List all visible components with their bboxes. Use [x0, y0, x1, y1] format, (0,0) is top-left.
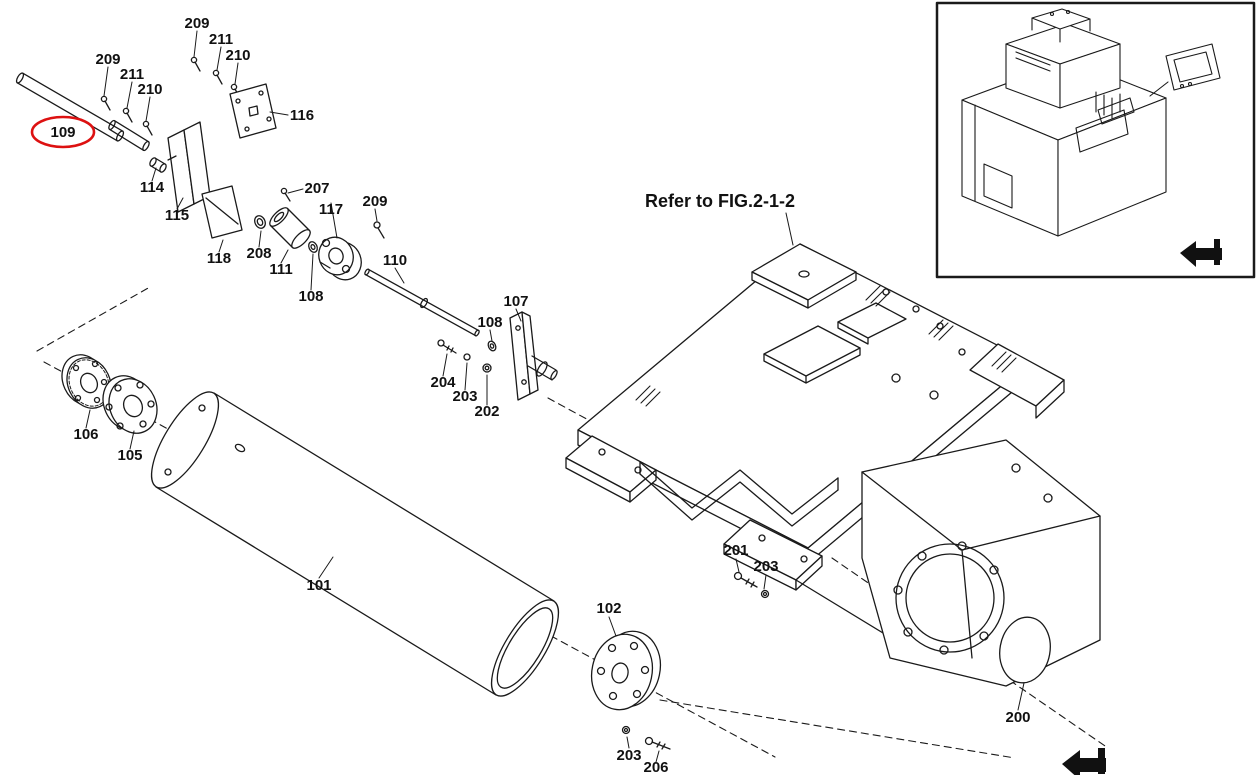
- part-label: 108: [477, 314, 502, 331]
- part-109-rod: [15, 72, 150, 152]
- part-label: 211: [120, 66, 144, 83]
- part-label: 211: [209, 31, 233, 48]
- part-label: 209: [95, 51, 120, 68]
- part-label: 110: [383, 252, 407, 269]
- part-208-ring: [254, 215, 266, 229]
- part-114-pin: [149, 157, 167, 173]
- part-111-sleeve: [269, 207, 311, 249]
- part-label: 106: [73, 426, 98, 443]
- part-label: 115: [165, 207, 189, 224]
- page-turn-icon-bottom: [1062, 748, 1106, 775]
- part-200-seal-ring: [999, 616, 1051, 684]
- part-108-ring-b: [487, 340, 497, 352]
- part-label: 208: [246, 245, 271, 262]
- part-label: 207: [304, 180, 329, 197]
- part-label: 209: [184, 15, 209, 32]
- part-107-bracket: [509, 311, 558, 401]
- inset-machine-drawing: [961, 8, 1221, 237]
- part-106-flange: [61, 354, 112, 409]
- part-label: 203: [616, 747, 641, 764]
- part-label: 210: [225, 47, 250, 64]
- part-108-ring-a: [308, 241, 318, 253]
- part-label: 114: [140, 179, 165, 196]
- part-116-cover-plate: [229, 83, 277, 139]
- part-117-coupling: [318, 236, 362, 281]
- part-label: 101: [306, 577, 331, 594]
- part-label: 102: [596, 600, 621, 617]
- part-label: 210: [137, 81, 162, 98]
- part-101-cylinder: [150, 391, 560, 697]
- part-label: 200: [1005, 709, 1030, 726]
- part-207-screw: [280, 187, 291, 202]
- part-202-washer: [482, 363, 492, 373]
- part-110-shaft: [364, 268, 480, 337]
- part-label: 201: [723, 542, 748, 559]
- part-label: 117: [319, 201, 343, 218]
- hatch-marks: [635, 285, 1017, 407]
- part-102-flange: [590, 630, 662, 711]
- part-label: 108: [298, 288, 323, 305]
- part-label: 109: [50, 124, 75, 141]
- part-201-bolt: [733, 571, 758, 588]
- leader-lines: [85, 30, 1025, 763]
- refer-note: Refer to FIG.2-1-2: [645, 191, 795, 211]
- part-label: 116: [290, 107, 314, 124]
- part-118-plate: [201, 185, 243, 239]
- part-204-bolt: [437, 339, 457, 354]
- part-209-screw: [373, 221, 385, 239]
- part-label: 118: [207, 250, 231, 267]
- part-label: 206: [643, 759, 668, 775]
- part-label: 209: [362, 193, 387, 210]
- part-label: 203: [753, 558, 778, 575]
- part-203-washer-b: [621, 725, 631, 735]
- part-label: 202: [474, 403, 499, 420]
- page-turn-icon-inset: [1180, 239, 1222, 267]
- part-label: 111: [269, 261, 292, 278]
- part-label: 105: [117, 447, 142, 464]
- part-label: 107: [503, 293, 528, 310]
- part-105-flange: [102, 375, 158, 434]
- part-206-bolt: [644, 736, 671, 750]
- part-label: 203: [452, 388, 477, 405]
- part-203-washer-a: [463, 353, 471, 361]
- highlight-ellipse: [30, 115, 96, 149]
- part-label: 204: [430, 374, 456, 391]
- part-203-washer-c: [760, 589, 770, 599]
- machine-overview-inset: [935, 1, 1256, 279]
- screws-209-211-210-left: [100, 95, 153, 136]
- screws-209-211-210-right: [190, 56, 241, 99]
